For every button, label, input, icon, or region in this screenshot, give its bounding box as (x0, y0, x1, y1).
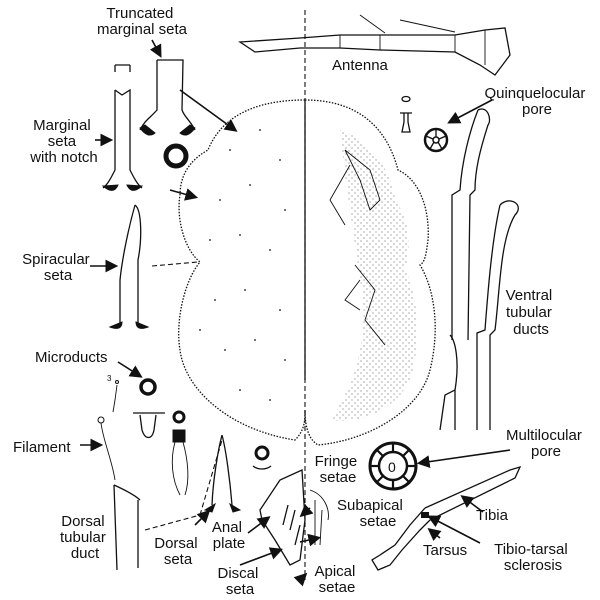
label-tarsus: Tarsus (423, 542, 467, 559)
multilocular-center: 0 (388, 459, 396, 475)
label-tibia: Tibia (476, 507, 509, 524)
quinquelocular-pore-drawing (400, 95, 449, 153)
label-dorsal-seta: Dorsal seta (154, 535, 202, 568)
label-truncated-marginal-seta: Truncated marginal seta (97, 5, 188, 38)
truncated-marginal-seta-drawing (139, 59, 196, 169)
label-marginal-seta-with-notch: Marginal seta with notch (29, 117, 98, 166)
anal-plate-drawing (259, 469, 329, 566)
hind-leg-drawing (371, 465, 522, 571)
dorsal-half (178, 99, 306, 441)
labels: Truncated marginal seta Antenna Marginal… (13, 5, 589, 598)
label-ventral-tubular-ducts: Ventral tubular ducts (506, 287, 557, 338)
ventral-half (304, 99, 436, 446)
label-fringe-setae: Fringe setae (315, 453, 362, 486)
label-microducts: Microducts (35, 349, 108, 366)
spiracular-seta-drawing (108, 204, 150, 329)
antenna-drawing (238, 14, 511, 76)
label-anal-plate: Anal plate (212, 519, 246, 552)
label-spiracular-seta: Spiracular seta (22, 251, 94, 284)
marginal-seta-with-notch-drawing (101, 64, 144, 191)
dorsal-seta-drawing (203, 434, 272, 513)
foreleg (329, 149, 381, 226)
label-apical-setae: Apical setae (314, 563, 359, 596)
dorsal-setae-dots (199, 129, 286, 401)
ventral-stipple (330, 130, 417, 421)
microduct-number: 3 (107, 374, 112, 383)
label-dorsal-tubular-duct: Dorsal tubular duct (60, 513, 110, 562)
label-multilocular-pore: Multilocular pore (506, 427, 586, 460)
label-discal-seta: Discal seta (217, 565, 262, 598)
label-subapical-setae: Subapical setae (337, 497, 407, 530)
leader-arrows (80, 39, 511, 587)
dorsal-tubular-duct-drawing (97, 416, 141, 571)
label-filament: Filament (13, 439, 71, 456)
multilocular-pore-drawing: 0 (368, 441, 418, 491)
microducts-drawing: 3 (107, 374, 189, 496)
label-antenna: Antenna (332, 57, 389, 74)
midleg (344, 264, 386, 346)
ventral-tubular-ducts-drawing (439, 108, 519, 431)
body-outline (178, 10, 436, 580)
label-tibio-tarsal-sclerosis: Tibio-tarsal sclerosis (494, 541, 572, 574)
label-quinquelocular-pore: Quinquelocular pore (484, 85, 589, 118)
